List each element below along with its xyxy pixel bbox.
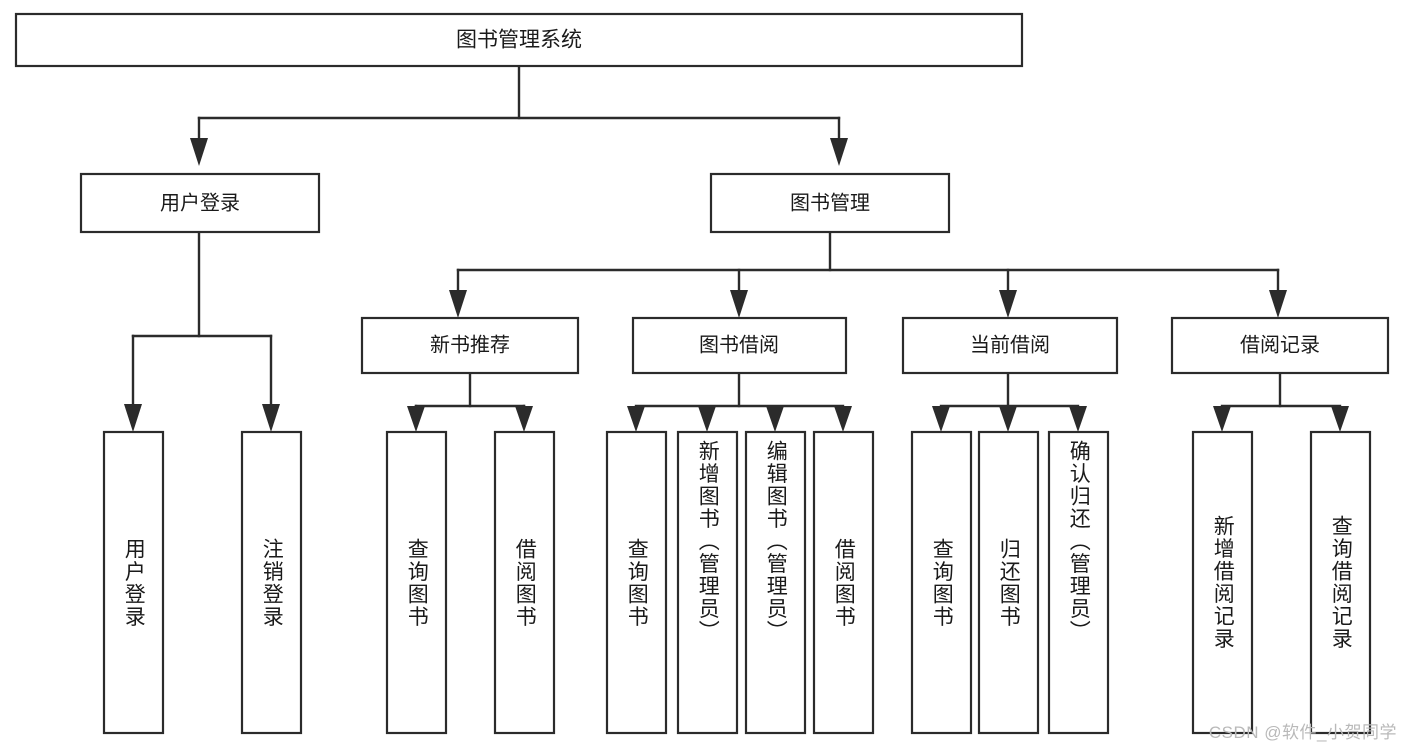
node-user-login-box[interactable] xyxy=(79,172,321,234)
arrow-current-borrow-leaf-1-icon xyxy=(999,406,1017,432)
node-new-books-label: 新书推荐 xyxy=(430,333,510,356)
node-book-manage-label: 图书管理 xyxy=(790,191,870,214)
node-user-login[interactable]: 用户登录 xyxy=(79,172,321,234)
arrow-root-to-book-manage-icon xyxy=(830,138,848,166)
node-borrow[interactable]: 图书借阅 xyxy=(631,316,848,375)
leaf-box-confirm-return-admin[interactable] xyxy=(1047,430,1110,735)
leaf-box-query-book-current[interactable] xyxy=(910,430,973,735)
arrow-root-to-user-login-icon xyxy=(190,138,208,166)
leaf-box-query-record[interactable] xyxy=(1309,430,1372,735)
leaf-boxes xyxy=(102,430,1372,735)
connector-group-current-borrow xyxy=(932,371,1087,432)
connector-group-book-manage xyxy=(449,230,1287,318)
node-user-login-label: 用户登录 xyxy=(160,191,240,214)
connector-group-new-books xyxy=(407,371,533,432)
node-root-box[interactable] xyxy=(14,12,1024,68)
arrow-user-login-leaf-0-icon xyxy=(124,404,142,432)
leaf-box-logout[interactable] xyxy=(240,430,303,735)
node-borrow-box[interactable] xyxy=(631,316,848,375)
arrow-book-manage-current-icon xyxy=(999,290,1017,318)
node-book-manage[interactable]: 图书管理 xyxy=(709,172,951,234)
arrow-borrow-leaf-1-icon xyxy=(698,406,716,432)
node-borrow-records[interactable]: 借阅记录 xyxy=(1170,316,1390,375)
leaf-box-query-book-newbooks[interactable] xyxy=(385,430,448,735)
node-borrow-records-label: 借阅记录 xyxy=(1240,333,1320,356)
leaf-box-user-login[interactable] xyxy=(102,430,165,735)
arrow-current-borrow-leaf-2-icon xyxy=(1069,406,1087,432)
leaf-box-edit-book-admin[interactable] xyxy=(744,430,807,735)
connector-group-borrow-records xyxy=(1213,371,1349,432)
leaf-box-return-book[interactable] xyxy=(977,430,1040,735)
connector-group-root xyxy=(190,64,848,166)
node-current-borrow-label: 当前借阅 xyxy=(970,333,1050,356)
node-borrow-label: 图书借阅 xyxy=(699,333,779,356)
node-root[interactable]: 图书管理系统 xyxy=(14,12,1024,68)
node-current-borrow[interactable]: 当前借阅 xyxy=(901,316,1119,375)
leaf-box-borrow-book-newbooks[interactable] xyxy=(493,430,556,735)
arrow-book-manage-records-icon xyxy=(1269,290,1287,318)
arrow-borrow-leaf-0-icon xyxy=(627,406,645,432)
node-root-label: 图书管理系统 xyxy=(456,29,582,52)
leaf-box-add-record[interactable] xyxy=(1191,430,1254,735)
node-book-manage-box[interactable] xyxy=(709,172,951,234)
node-new-books[interactable]: 新书推荐 xyxy=(360,316,580,375)
arrow-book-manage-borrow-icon xyxy=(730,290,748,318)
leaf-box-add-book-admin[interactable] xyxy=(676,430,739,735)
node-current-borrow-box[interactable] xyxy=(901,316,1119,375)
node-borrow-records-box[interactable] xyxy=(1170,316,1390,375)
arrow-borrow-records-leaf-0-icon xyxy=(1213,406,1231,432)
arrow-book-manage-new-books-icon xyxy=(449,290,467,318)
leaf-box-query-book-borrow[interactable] xyxy=(605,430,668,735)
connector-group-user-login xyxy=(124,230,280,432)
csdn-watermark: CSDN @软件_小贺同学 xyxy=(1208,723,1397,742)
node-new-books-box[interactable] xyxy=(360,316,580,375)
arrow-current-borrow-leaf-0-icon xyxy=(932,406,950,432)
connector-group-borrow xyxy=(627,371,852,432)
arrow-borrow-leaf-2-icon xyxy=(766,406,784,432)
leaf-box-borrow-book[interactable] xyxy=(812,430,875,735)
arrow-user-login-leaf-1-icon xyxy=(262,404,280,432)
arrow-borrow-leaf-3-icon xyxy=(834,406,852,432)
arrow-new-books-leaf-0-icon xyxy=(407,406,425,432)
arrow-new-books-leaf-1-icon xyxy=(515,406,533,432)
arrow-borrow-records-leaf-1-icon xyxy=(1331,406,1349,432)
